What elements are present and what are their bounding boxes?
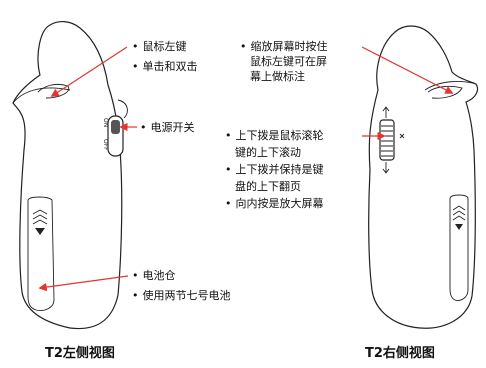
left-button-pointer <box>50 46 128 97</box>
switch-off-label: OFF <box>102 139 109 151</box>
battery-pointer <box>38 275 129 292</box>
bullet: • <box>132 289 139 302</box>
right-latch-arrow-icon <box>455 224 463 230</box>
left-side-device: ON OFF <box>12 21 128 330</box>
right-cover <box>449 194 469 301</box>
scroll-text-4: 盘的上下翻页 <box>235 179 301 193</box>
left-side-bump <box>117 99 128 119</box>
bullet: • <box>140 121 147 134</box>
scroll-text-3: • 上下拨并保持是键 <box>225 162 324 176</box>
scroll-wheel-ridges <box>381 125 393 157</box>
bullet: • <box>132 60 139 73</box>
zoom-note-text-3: 幕上做标注 <box>250 69 305 83</box>
battery-detail-text: • 使用两节七号电池 <box>132 289 231 302</box>
right-side-device <box>368 25 479 329</box>
right-callout-lines <box>361 46 454 141</box>
power-switch-text: • 电源开关 <box>140 120 195 134</box>
battery-latch-icon <box>32 209 48 225</box>
left-device-body <box>12 21 123 330</box>
left-button-detail-text: • 单击和双击 <box>132 60 198 73</box>
battery-text: • 电池仓 <box>132 268 176 282</box>
bullet: • <box>240 40 247 53</box>
scroll-label-3: 上下拨并保持是键 <box>236 162 324 176</box>
bullet: • <box>132 269 139 282</box>
zoom-note-label-1: 缩放屏幕时按住 <box>251 39 328 53</box>
zoom-note-text-2: 鼠标左键可在屏 <box>250 54 327 68</box>
scroll-down-arrow-icon <box>382 162 390 174</box>
right-view-caption: T2右侧视图 <box>365 345 435 361</box>
zoom-note-pointer <box>361 46 454 94</box>
scroll-text-5: • 向内按是放大屏幕 <box>225 196 324 210</box>
right-button-top <box>424 81 477 91</box>
scroll-text-1: • 上下拨是鼠标滚轮 <box>225 128 324 142</box>
left-button-label-1: 鼠标左键 <box>143 39 187 53</box>
bullet: • <box>132 40 139 53</box>
battery-label-1: 电池仓 <box>143 268 176 282</box>
left-callout-lines <box>38 46 137 292</box>
scroll-label-1: 上下拨是鼠标滚轮 <box>236 128 324 142</box>
scroll-text-2: 键的上下滚动 <box>235 145 301 159</box>
right-latch-icon <box>452 205 466 221</box>
battery-cover <box>27 196 55 311</box>
battery-latch-arrow-icon <box>35 228 45 235</box>
right-device-body <box>368 25 479 329</box>
power-switch-knob[interactable] <box>111 120 120 134</box>
left-callouts: • 鼠标左键 • 单击和双击 • 电源开关 • 电池仓 • 使用两节七号电池 <box>132 39 231 302</box>
zoom-note-text-1: • 缩放屏幕时按住 <box>240 39 328 53</box>
power-switch-label: 电源开关 <box>151 120 195 134</box>
battery-label-2: 使用两节七号电池 <box>143 289 231 302</box>
scroll-up-arrow-icon <box>382 106 390 118</box>
left-view-caption: T2左侧视图 <box>45 345 115 361</box>
scroll-label-5: 向内按是放大屏幕 <box>236 196 324 210</box>
right-button-tip <box>427 85 463 99</box>
left-button-label-2: 单击和双击 <box>143 60 198 73</box>
bullet: • <box>225 129 232 142</box>
left-button-text: • 鼠标左键 <box>132 39 187 53</box>
bullet: • <box>225 197 232 210</box>
switch-on-label: ON <box>102 118 109 127</box>
zoom-glyph-icon <box>399 133 405 139</box>
right-callouts: •缩放屏幕时按住 鼠标左键可在屏 幕上做标注 •上下拨是鼠标滚轮 键的上下滚动 … <box>225 39 328 210</box>
bullet: • <box>225 163 232 176</box>
